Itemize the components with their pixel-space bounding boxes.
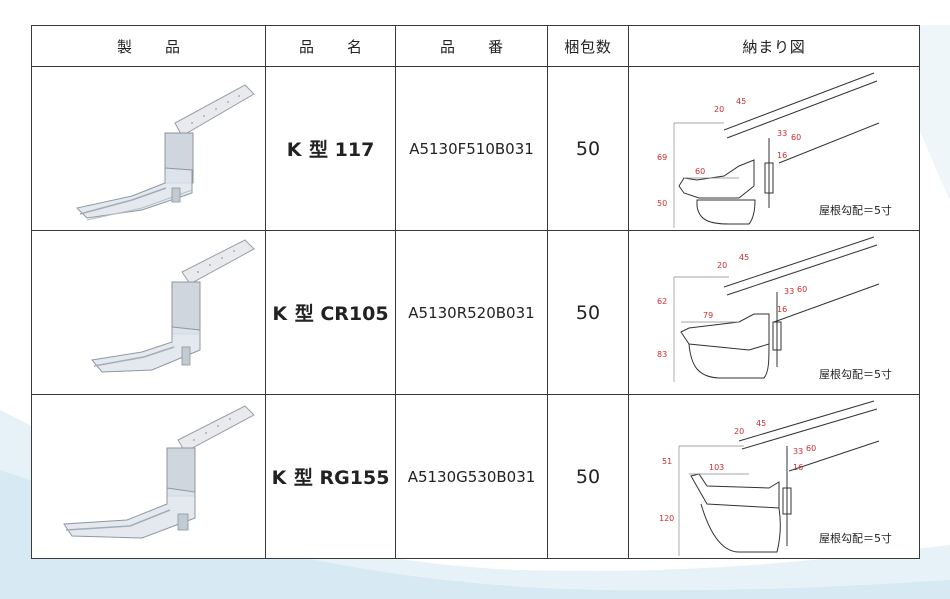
product-name: K 型 CR105 bbox=[265, 230, 396, 395]
dim-label-a: 20 bbox=[717, 261, 727, 270]
dim-label-e: 16 bbox=[777, 305, 787, 314]
name-type-prefix: K bbox=[271, 467, 288, 489]
dim-label-d: 60 bbox=[797, 285, 807, 294]
dim-label-h: 83 bbox=[657, 350, 667, 359]
header-name: 品 名 bbox=[265, 25, 396, 67]
pack-quantity: 50 bbox=[547, 66, 629, 231]
table-row: K 型 117 A5130F510B031 50 bbox=[31, 66, 920, 231]
dim-label-f: 62 bbox=[657, 297, 667, 306]
header-pack: 梱包数 bbox=[547, 25, 629, 67]
gutter-bracket-image bbox=[91, 239, 255, 373]
table-row: K 型 RG155 A5130G530B031 50 bbox=[31, 394, 920, 559]
dim-label-f: 51 bbox=[662, 457, 672, 466]
dim-label-h: 50 bbox=[657, 199, 667, 208]
name-model: RG155 bbox=[319, 467, 390, 489]
product-photo bbox=[31, 66, 266, 231]
roof-pitch-label: 屋根勾配＝5寸 bbox=[819, 368, 892, 381]
pack-quantity: 50 bbox=[547, 230, 629, 395]
product-photo bbox=[31, 230, 266, 395]
dim-label-g: 60 bbox=[695, 167, 705, 176]
installation-diagram: 20 45 33 60 16 51 103 120 屋根勾配＝5寸 bbox=[628, 394, 920, 559]
dim-label-a: 20 bbox=[714, 105, 724, 114]
name-type-kanji: 型 bbox=[294, 303, 314, 325]
header-number: 品 番 bbox=[395, 25, 548, 67]
header-row: 製 品 品 名 品 番 梱包数 納まり図 bbox=[31, 25, 920, 67]
name-model: CR105 bbox=[320, 303, 389, 325]
gutter-bracket-image bbox=[75, 84, 255, 221]
installation-drawing: 20 45 33 60 16 51 103 120 bbox=[659, 400, 880, 556]
dim-label-c: 33 bbox=[793, 447, 803, 456]
dim-label-f: 69 bbox=[657, 153, 667, 162]
installation-drawing: 20 45 33 60 16 69 60 50 bbox=[657, 72, 880, 228]
dim-label-c: 33 bbox=[784, 287, 794, 296]
header-product: 製 品 bbox=[31, 25, 266, 67]
roof-pitch-label: 屋根勾配＝5寸 bbox=[819, 532, 892, 545]
name-type-kanji: 型 bbox=[293, 467, 313, 489]
dim-label-d: 60 bbox=[791, 133, 801, 142]
dim-label-b: 45 bbox=[736, 97, 746, 106]
dim-label-h: 120 bbox=[659, 514, 674, 523]
product-spec-table: 製 品 品 名 品 番 梱包数 納まり図 K bbox=[31, 25, 920, 559]
name-type-prefix: K bbox=[286, 139, 303, 161]
product-photo bbox=[31, 394, 266, 559]
gutter-bracket-image bbox=[63, 405, 255, 539]
name-model: 117 bbox=[334, 139, 375, 161]
installation-drawing: 20 45 33 60 16 62 79 83 bbox=[657, 236, 880, 382]
product-name: K 型 117 bbox=[265, 66, 396, 231]
installation-diagram: 20 45 33 60 16 69 60 50 屋根勾配＝5寸 bbox=[628, 66, 920, 231]
product-code: A5130R520B031 bbox=[395, 230, 548, 395]
installation-diagram: 20 45 33 60 16 62 79 83 屋根勾配＝5寸 bbox=[628, 230, 920, 395]
product-name: K 型 RG155 bbox=[265, 394, 396, 559]
product-code: A5130G530B031 bbox=[395, 394, 548, 559]
pack-quantity: 50 bbox=[547, 394, 629, 559]
dim-label-e: 16 bbox=[777, 151, 787, 160]
dim-label-c: 33 bbox=[777, 129, 787, 138]
dim-label-b: 45 bbox=[756, 419, 766, 428]
roof-pitch-label: 屋根勾配＝5寸 bbox=[819, 204, 892, 217]
table-row: K 型 CR105 A5130R520B031 50 bbox=[31, 230, 920, 395]
dim-label-a: 20 bbox=[734, 427, 744, 436]
product-code: A5130F510B031 bbox=[395, 66, 548, 231]
header-diagram: 納まり図 bbox=[628, 25, 920, 67]
name-type-prefix: K bbox=[272, 303, 289, 325]
dim-label-b: 45 bbox=[739, 253, 749, 262]
dim-label-e: 16 bbox=[793, 463, 803, 472]
dim-label-d: 60 bbox=[806, 444, 816, 453]
dim-label-g: 103 bbox=[709, 463, 724, 472]
dim-label-g: 79 bbox=[703, 311, 713, 320]
name-type-kanji: 型 bbox=[309, 139, 329, 161]
